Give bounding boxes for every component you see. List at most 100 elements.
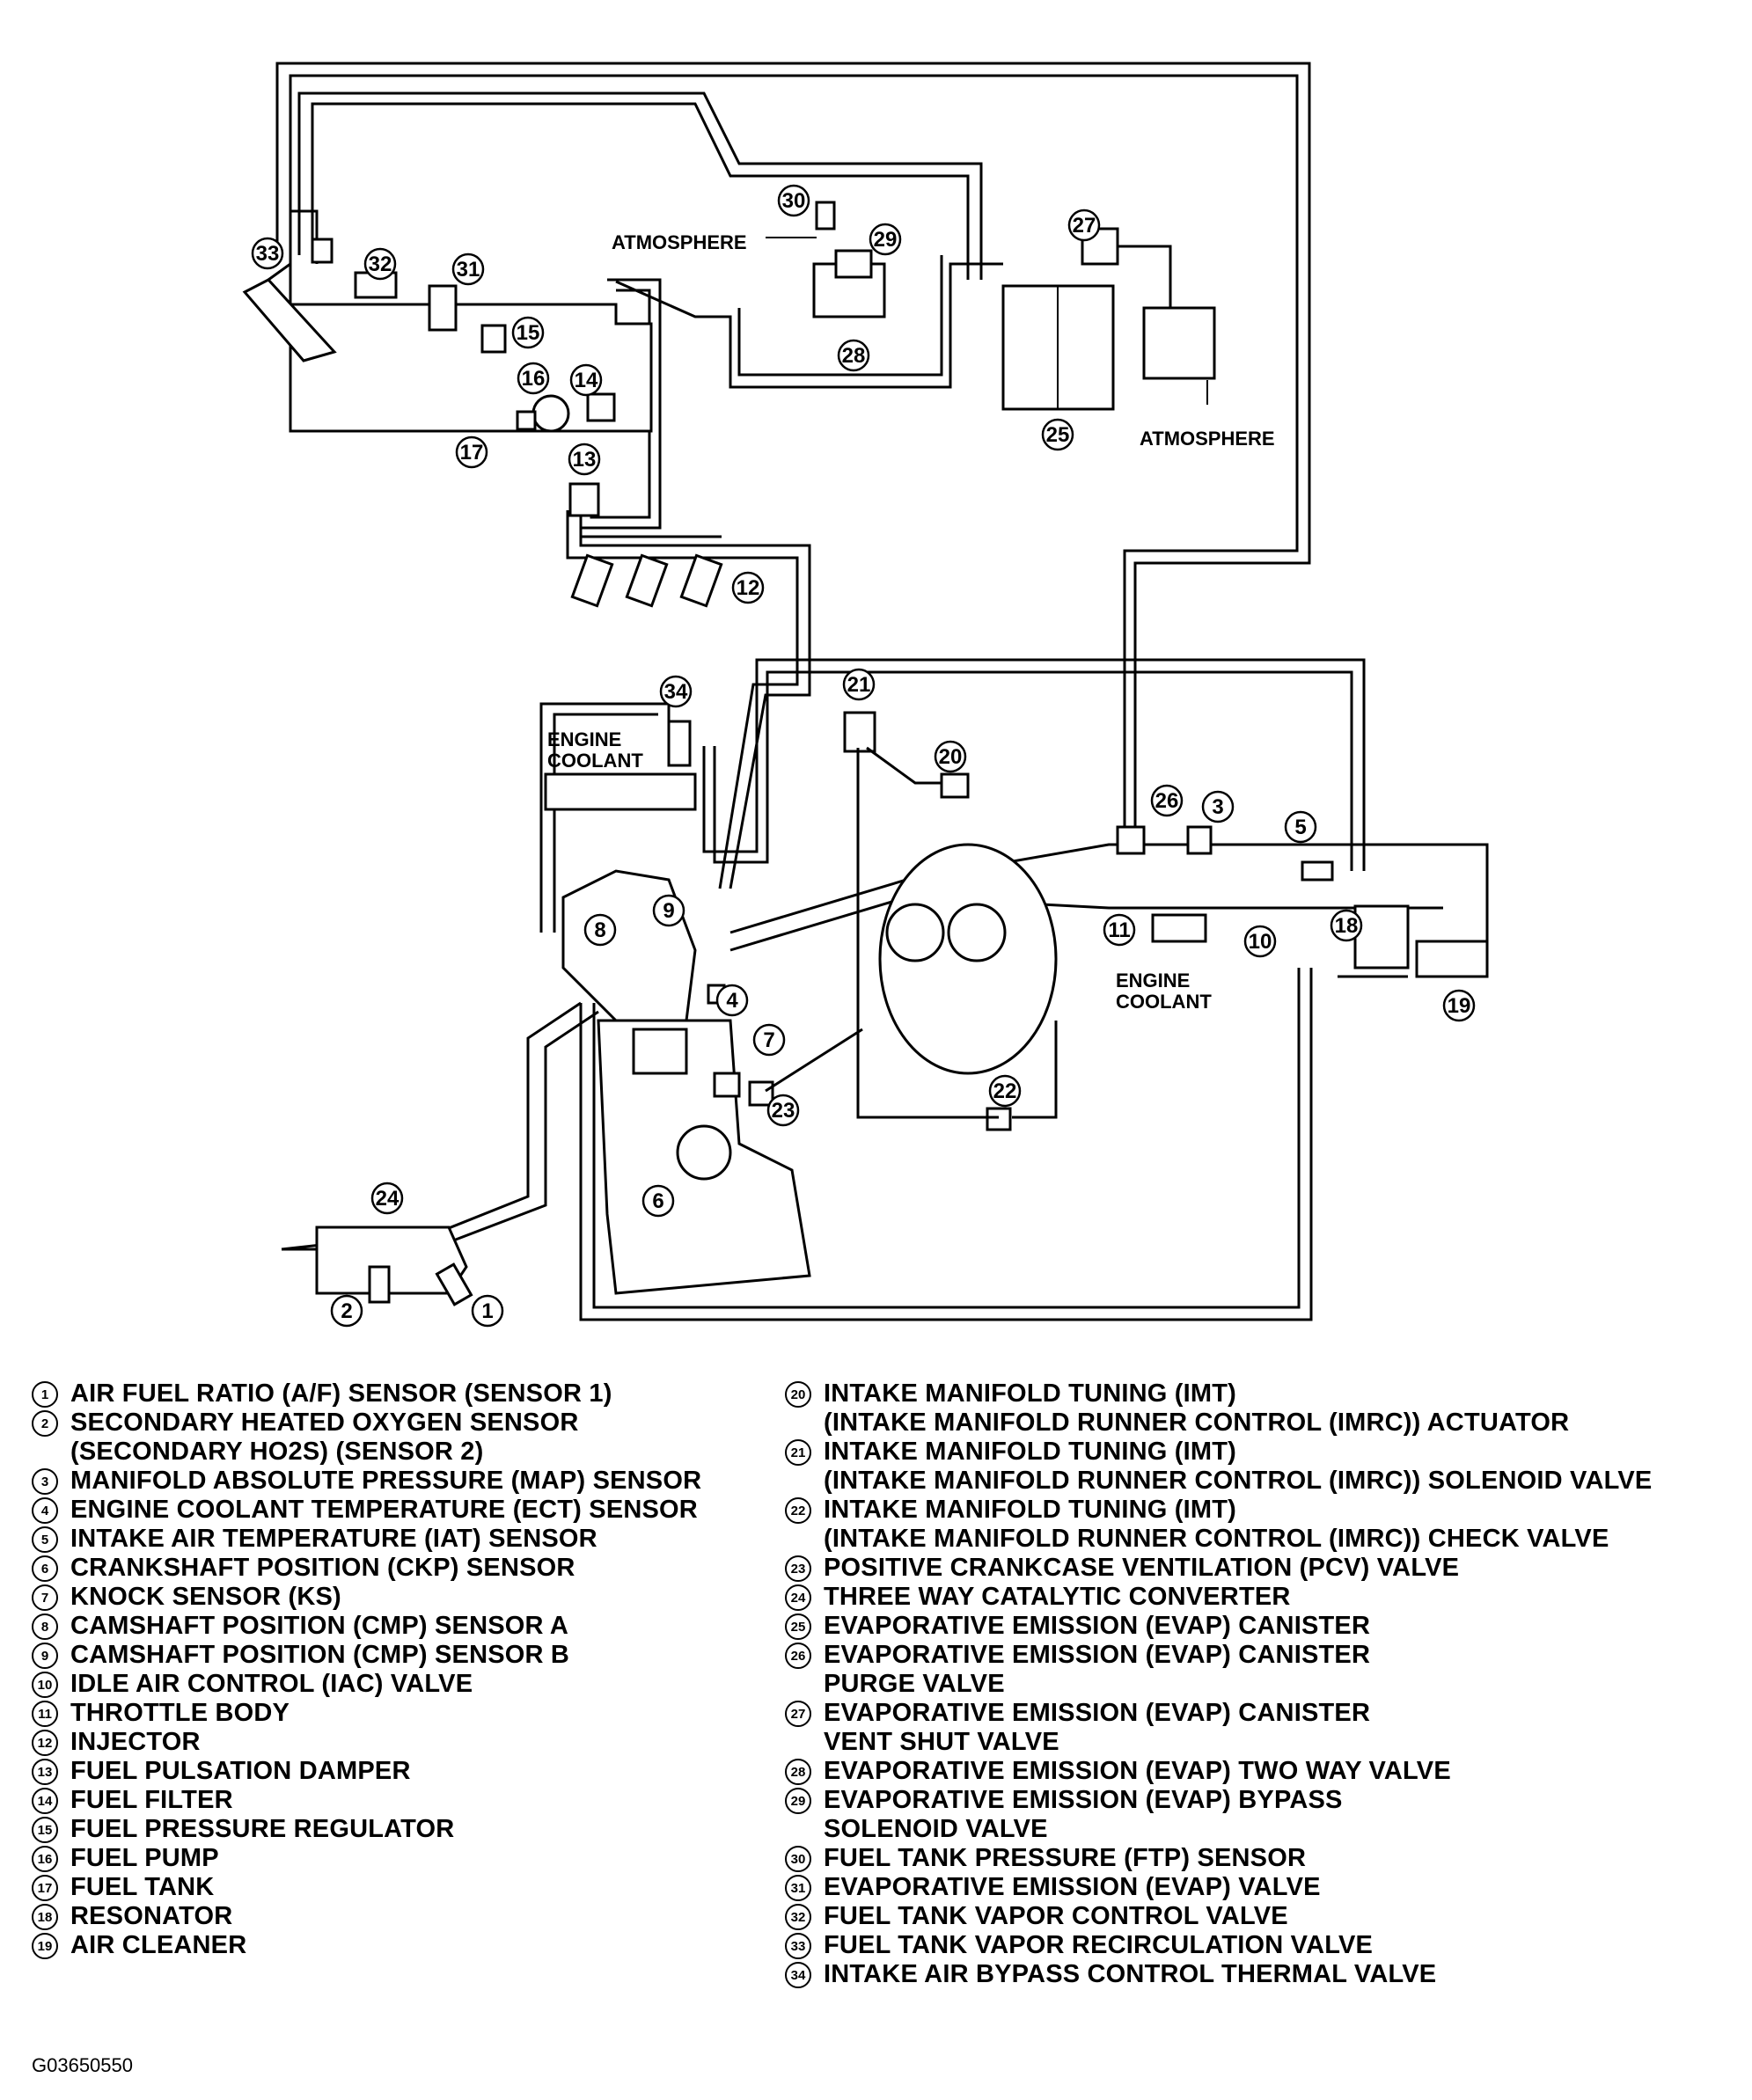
callout-circle-9 <box>652 894 685 927</box>
map-sensor-body <box>1186 825 1213 855</box>
ks-body <box>713 1072 741 1098</box>
callout-number-30: 30 <box>782 189 806 213</box>
callout-number-1: 1 <box>481 1299 493 1323</box>
callout-number-15: 15 <box>517 321 540 345</box>
callout-circle-31 <box>451 252 485 286</box>
legend-number-11: 11 <box>32 1701 58 1727</box>
pcv-body <box>748 1080 774 1107</box>
legend-number-3: 3 <box>32 1468 58 1495</box>
callout-circle-3 <box>1201 790 1235 823</box>
legend-number-17: 17 <box>32 1875 58 1901</box>
legend-number-1: 1 <box>32 1381 58 1408</box>
fuel-rail-line <box>579 510 811 889</box>
legend-label-23: POSITIVE CRANKCASE VENTILATION (PCV) VAL… <box>824 1554 1460 1582</box>
pcv-hose <box>765 1028 863 1093</box>
legend-item-10: 10 IDLE AIR CONTROL (IAC) VALVE <box>32 1670 701 1699</box>
imt-hose-1 <box>856 748 999 1119</box>
legend-number-10: 10 <box>32 1672 58 1698</box>
callout-number-17: 17 <box>460 441 484 465</box>
coolant-return-line <box>579 968 1313 1321</box>
fuel-tank-body <box>289 264 653 433</box>
legend-label-25: EVAPORATIVE EMISSION (EVAP) CANISTER <box>824 1612 1371 1640</box>
callout-circle-15 <box>511 316 545 349</box>
legend-number-4: 4 <box>32 1497 58 1524</box>
label-engine-coolant-1-line: ENGINE <box>547 728 621 750</box>
fuel-tank-box <box>516 410 537 431</box>
imt-solenoid-body <box>843 711 876 753</box>
legend-number-19: 19 <box>32 1933 58 1959</box>
callout-circle-21 <box>842 668 876 701</box>
legend-number-13: 13 <box>32 1759 58 1785</box>
callout-number-33: 33 <box>256 242 280 266</box>
diagram-svg: ATMOSPHERE ATMOSPHERE ENGINE COOLANT ENG… <box>242 62 1489 1328</box>
callout-circle-7 <box>752 1023 786 1057</box>
fuel-tank-filler-neck <box>242 278 337 362</box>
purge-valve-body <box>1116 825 1146 855</box>
callout-number-26: 26 <box>1155 789 1179 813</box>
bypass-hose-right <box>702 658 1366 871</box>
legend-label-33: FUEL TANK VAPOR RECIRCULATION VALVE <box>824 1931 1374 1959</box>
legend-label-11: THROTTLE BODY <box>70 1699 290 1727</box>
legend-number-16: 16 <box>32 1846 58 1872</box>
callout-number-24: 24 <box>376 1187 400 1211</box>
callout-circle-20 <box>934 740 967 773</box>
legend-label-4: ENGINE COOLANT TEMPERATURE (ECT) SENSOR <box>70 1496 698 1524</box>
injector-3 <box>679 553 723 608</box>
iat-sensor-body <box>1301 860 1334 882</box>
legend-label-30: FUEL TANK PRESSURE (FTP) SENSOR <box>824 1844 1307 1872</box>
evap-hose-two-way-2 <box>737 255 943 377</box>
exhaust-pipe-2 <box>448 1010 599 1244</box>
legend-label-18: RESONATOR <box>70 1902 233 1930</box>
legend-label-16: FUEL PUMP <box>70 1844 219 1872</box>
callout-circle-11 <box>1103 913 1136 947</box>
legend-label-14: FUEL FILTER <box>70 1786 233 1814</box>
callout-number-19: 19 <box>1448 994 1471 1018</box>
callout-circle-17 <box>455 435 488 469</box>
callout-circle-5 <box>1284 810 1317 844</box>
legend-number-22: 22 <box>785 1497 811 1524</box>
legend-label-20: INTAKE MANIFOLD TUNING (IMT) (INTAKE MAN… <box>824 1379 1570 1437</box>
callout-number-16: 16 <box>522 367 546 391</box>
legend-label-10: IDLE AIR CONTROL (IAC) VALVE <box>70 1670 473 1698</box>
evap-valve-body <box>428 284 458 332</box>
callout-circle-8 <box>583 913 617 947</box>
callout-circle-33 <box>251 237 284 270</box>
label-engine-coolant-1b: COOLANT <box>547 750 643 772</box>
callout-number-29: 29 <box>874 228 898 252</box>
canister-filter-body <box>1142 306 1216 380</box>
callout-number-8: 8 <box>594 918 605 942</box>
exhaust-pipe <box>281 1001 582 1251</box>
imt-actuator-body <box>940 772 970 799</box>
emission-system-diagram: ATMOSPHERE ATMOSPHERE ENGINE COOLANT ENG… <box>242 62 1489 1328</box>
callout-circle-32 <box>363 247 397 281</box>
legend-item-18: 18 RESONATOR <box>32 1902 701 1931</box>
legend-number-18: 18 <box>32 1904 58 1930</box>
callout-number-5: 5 <box>1294 816 1306 839</box>
callout-number-27: 27 <box>1073 214 1096 238</box>
legend-label-13: FUEL PULSATION DAMPER <box>70 1757 411 1785</box>
evap-hose-mid-2 <box>311 102 970 280</box>
callout-number-2: 2 <box>341 1299 352 1323</box>
evap-hose-outer-2 <box>289 74 1299 827</box>
callout-number-28: 28 <box>842 344 866 368</box>
legend-number-8: 8 <box>32 1613 58 1640</box>
label-engine-coolant-1: ENGINE <box>547 728 621 750</box>
legend-label-6: CRANKSHAFT POSITION (CKP) SENSOR <box>70 1554 575 1582</box>
